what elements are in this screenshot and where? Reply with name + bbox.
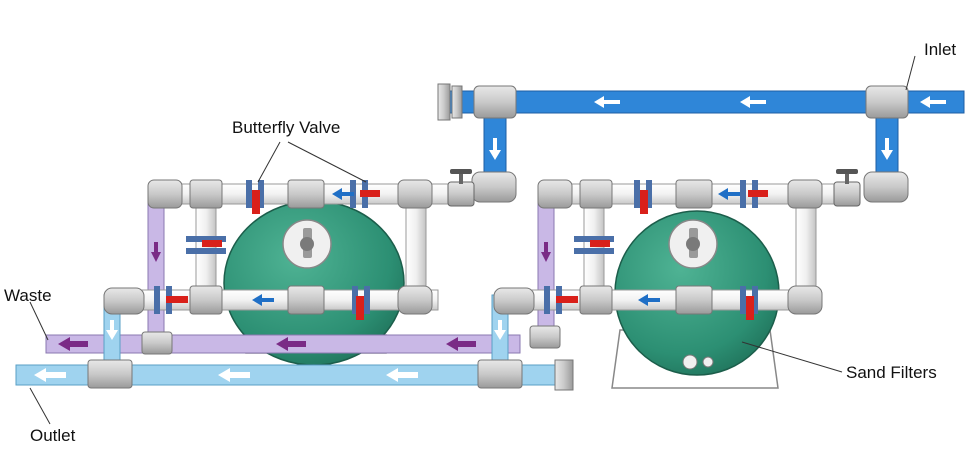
inlet-flange-left (437, 83, 451, 121)
butterfly-valve-icon[interactable] (252, 190, 260, 214)
butterfly-valve-icon[interactable] (356, 296, 364, 320)
arrow-down-icon (494, 320, 506, 340)
arrow-left-icon (386, 368, 418, 382)
butterfly-valve-icon[interactable] (166, 296, 188, 303)
arrow-left-icon (34, 368, 66, 382)
sand-filter-left (223, 200, 405, 366)
arrow-left-icon (446, 337, 476, 351)
arrow-left-icon (718, 188, 740, 200)
butterfly-valve-icon[interactable] (590, 240, 610, 247)
arrow-left-icon (740, 96, 766, 108)
arrow-left-icon (594, 96, 620, 108)
right-filter-piping (493, 179, 847, 349)
inlet-label: Inlet (924, 40, 957, 59)
sand-filters-label: Sand Filters (846, 363, 937, 382)
arrow-down-icon (489, 138, 501, 160)
gate-valve-right[interactable] (833, 169, 861, 207)
arrow-left-icon (920, 96, 946, 108)
drain-port-icon (682, 354, 698, 370)
arrow-left-icon (58, 337, 88, 351)
butterfly-valve-icon[interactable] (640, 190, 648, 214)
arrow-left-icon (218, 368, 250, 382)
butterfly-valve-icon[interactable] (748, 190, 768, 197)
outlet-label: Outlet (30, 426, 76, 445)
arrow-down-icon (151, 242, 161, 262)
arrow-down-icon (106, 320, 118, 340)
waste-label: Waste (4, 286, 52, 305)
outlet-pipe (15, 294, 574, 391)
arrow-left-icon (332, 188, 354, 200)
arrow-left-icon (252, 294, 274, 306)
leader-lines (29, 55, 916, 425)
butterfly-valve-icon[interactable] (360, 190, 380, 197)
butterfly-valve-icon[interactable] (556, 296, 578, 303)
butterfly-valve-label: Butterfly Valve (232, 118, 341, 137)
arrow-left-icon (638, 294, 660, 306)
gate-valve-left[interactable] (447, 169, 475, 207)
butterfly-valves (166, 190, 768, 320)
arrow-left-icon (276, 337, 306, 351)
arrow-down-icon (881, 138, 893, 160)
butterfly-valve-icon[interactable] (746, 296, 754, 320)
arrow-down-icon (541, 242, 551, 262)
outlet-flange (554, 359, 574, 391)
flow-arrows (34, 96, 946, 382)
butterfly-valve-icon[interactable] (202, 240, 222, 247)
